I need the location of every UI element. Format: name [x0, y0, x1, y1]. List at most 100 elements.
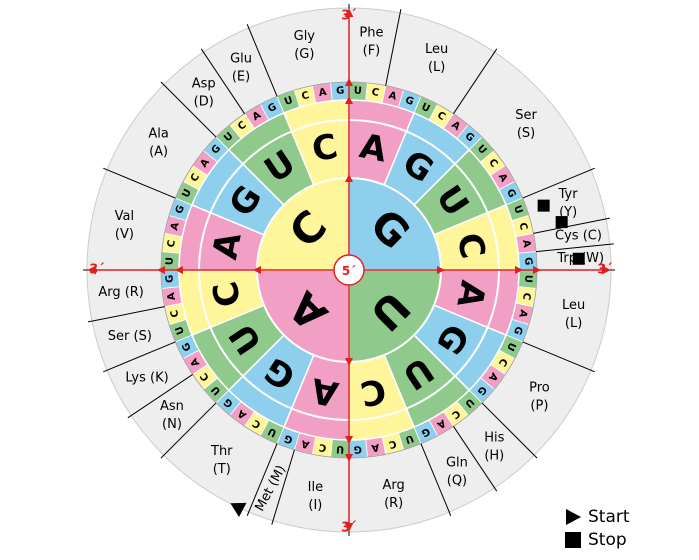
amino-acid-name: Arg (R): [98, 285, 144, 300]
third-base-letter: U: [336, 443, 345, 454]
amino-acid-name: Cys (C): [555, 228, 602, 243]
amino-acid-label: Arg (R): [383, 478, 405, 511]
center-label: 5´: [342, 264, 356, 278]
amino-acid-divider: [200, 48, 245, 114]
amino-acid-divider: [453, 48, 498, 114]
amino-acid-divider: [127, 374, 193, 419]
third-base-letter: A: [318, 87, 328, 99]
axis-arrowhead: [345, 78, 353, 86]
axes: 5´3´3´3´3´: [87, 8, 613, 536]
third-base-letter: C: [251, 417, 263, 430]
axis-arrowhead: [345, 454, 353, 462]
amino-acid-divider: [536, 243, 614, 253]
third-base-letter: U: [511, 204, 524, 215]
amino-acid-label: Cys (C): [555, 228, 602, 243]
legend-stop: Stop: [564, 530, 627, 550]
amino-acid-label: Gln (Q): [446, 455, 468, 488]
amino-acid-label: Asn (N): [160, 399, 184, 432]
amino-acid-abbr: (R): [384, 496, 403, 511]
amino-acid-name: Asp: [192, 76, 216, 91]
amino-acid-name: Thr: [210, 444, 233, 459]
amino-acid-divider: [103, 341, 176, 373]
axis-arrowhead: [157, 266, 165, 274]
amino-acid-divider: [103, 167, 176, 199]
amino-acid-abbr: (T): [213, 462, 231, 477]
axis-arrowhead: [175, 266, 183, 274]
amino-acid-divider: [246, 443, 278, 516]
third-base-letter: A: [166, 291, 178, 301]
axis-arrowhead: [515, 266, 523, 274]
amino-acid-name: Arg: [383, 478, 405, 493]
amino-acid-name: Ile: [308, 480, 323, 495]
third-base-letter: A: [516, 308, 529, 318]
axis-end-label-right: 3´: [597, 263, 613, 278]
amino-acid-name: Asn: [160, 399, 184, 414]
third-base-letter: U: [522, 274, 533, 283]
third-base-letter: C: [166, 239, 178, 248]
amino-acid-label: Val (V): [115, 209, 134, 242]
amino-acid-abbr: (E): [232, 70, 250, 85]
amino-acid-name: Tyr: [558, 187, 579, 202]
third-base-letter: G: [404, 95, 415, 108]
third-base-letter: C: [516, 222, 528, 232]
axis-end-label-bottom: 3´: [341, 521, 357, 536]
amino-acid-abbr: (I): [308, 498, 322, 513]
start-codon-marker: [230, 502, 247, 517]
amino-acid-name: Gln: [446, 455, 468, 470]
amino-acid-abbr: (A): [149, 144, 168, 159]
amino-acid-name: Glu: [230, 52, 252, 67]
amino-acid-label: Gly(G): [294, 29, 316, 62]
amino-acid-abbr: (V): [115, 227, 134, 242]
amino-acid-abbr: (H): [484, 449, 504, 464]
amino-acid-label: Leu(L): [425, 42, 448, 75]
amino-acid-label: Lys (K): [125, 370, 168, 385]
amino-acid-name: Pro: [529, 381, 550, 396]
amino-acid-name: Ser (S): [108, 329, 152, 344]
amino-acid-label: Thr (T): [210, 444, 233, 477]
amino-acid-abbr: (N): [162, 417, 182, 432]
third-base-letter: U: [283, 95, 294, 108]
amino-acid-divider: [481, 402, 538, 459]
amino-acid-label: Ser(S): [515, 108, 537, 141]
amino-acid-name: Ala: [148, 126, 168, 141]
amino-acid-divider: [160, 402, 217, 459]
amino-acid-name: Val: [115, 209, 134, 224]
amino-acid-abbr: (F): [363, 44, 381, 59]
third-base-letter: G: [353, 443, 362, 454]
amino-acid-label: Ser (S): [108, 329, 152, 344]
amino-acid-divider: [385, 9, 402, 86]
third-base-letter: C: [435, 110, 447, 123]
amino-acid-abbr: (L): [428, 60, 445, 75]
third-base-letter: G: [165, 274, 176, 283]
amino-acid-divider: [522, 341, 595, 373]
amino-acid-name: Leu: [562, 298, 585, 313]
axis-arrowhead: [345, 358, 353, 366]
amino-acid-abbr: (P): [530, 399, 548, 414]
third-base-letter: C: [318, 441, 327, 453]
third-base-letter: G: [283, 432, 294, 445]
amino-acid-divider: [453, 426, 498, 492]
third-base-letter: C: [388, 437, 398, 449]
amino-acid-name: Lys (K): [125, 370, 168, 385]
third-base-letter: C: [301, 90, 311, 102]
amino-acid-divider: [160, 81, 217, 138]
axis-arrowhead: [437, 266, 445, 274]
third-base-letter: A: [370, 441, 380, 453]
amino-acid-label: Glu (E): [230, 52, 252, 85]
stop-codon-marker: [572, 252, 585, 265]
amino-acid-label: Leu(L): [562, 298, 585, 331]
legend-start: Start: [564, 507, 630, 527]
amino-acid-abbr: (Q): [447, 473, 467, 488]
third-base-letter: G: [522, 257, 533, 266]
third-base-letter: C: [189, 172, 202, 184]
axis-arrowhead: [345, 174, 353, 182]
third-base-letter: A: [520, 239, 532, 249]
start-triangle-icon: [566, 509, 581, 525]
amino-acid-abbr: (D): [194, 94, 214, 109]
legend-stop-label: Stop: [588, 530, 627, 550]
amino-acid-label: Ala (A): [148, 126, 168, 159]
third-base-letter: G: [336, 86, 345, 97]
third-base-letter: A: [300, 437, 310, 450]
amino-acid-label: Arg (R): [98, 285, 144, 300]
